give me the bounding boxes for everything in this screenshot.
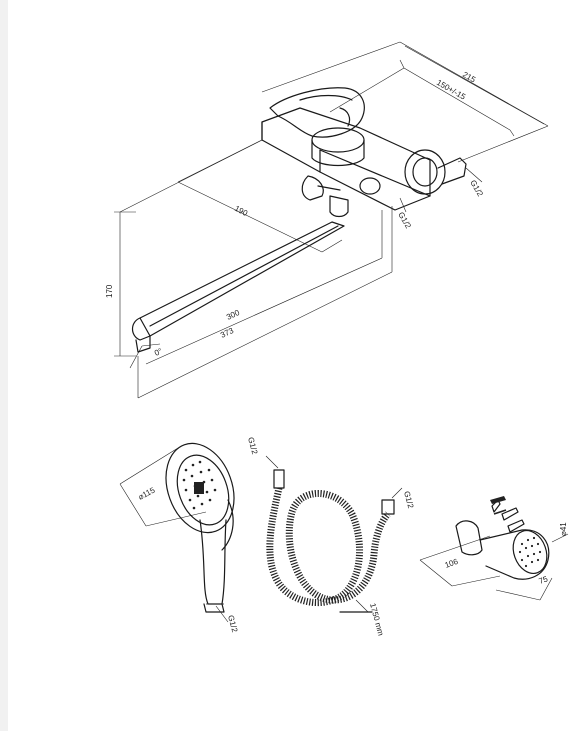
hose-thread-top: G1/2 [246, 436, 259, 456]
hose-drawing [266, 469, 395, 613]
hand-shower-dimensions [119, 447, 229, 623]
dim-300: 300 [225, 308, 241, 322]
dim-190: 190 [233, 204, 249, 218]
faucet-dimensions [114, 41, 549, 399]
faucet-thread-bottom: G1/2 [396, 211, 413, 231]
dim-170: 170 [105, 284, 114, 298]
shower-diameter: ⌀115 [137, 485, 157, 501]
hand-shower-drawing [165, 442, 235, 613]
hose-dimensions [265, 455, 403, 613]
hose-thread-right: G1/2 [402, 490, 415, 510]
page-left-margin [0, 0, 8, 731]
shower-thread: G1/2 [226, 614, 239, 634]
dim-angle: 0° [153, 346, 164, 357]
faucet-drawing [131, 87, 467, 353]
holder-dim-75: 75 [538, 574, 550, 586]
holder-dim-106: 106 [444, 557, 460, 570]
dim-150-15: 150+/-15 [435, 78, 468, 102]
holder-drawing [455, 499, 550, 580]
hose-length: 1750 mm [368, 602, 385, 637]
faucet-thread-right: G1/2 [468, 179, 485, 199]
holder-dim-41: ⌀41 [559, 522, 568, 536]
dim-373: 373 [219, 326, 235, 340]
dim-215: 215 [461, 70, 478, 85]
hand-shower-nozzles [182, 460, 217, 510]
holder-dimensions [419, 533, 569, 601]
holder-mesh [490, 496, 542, 568]
